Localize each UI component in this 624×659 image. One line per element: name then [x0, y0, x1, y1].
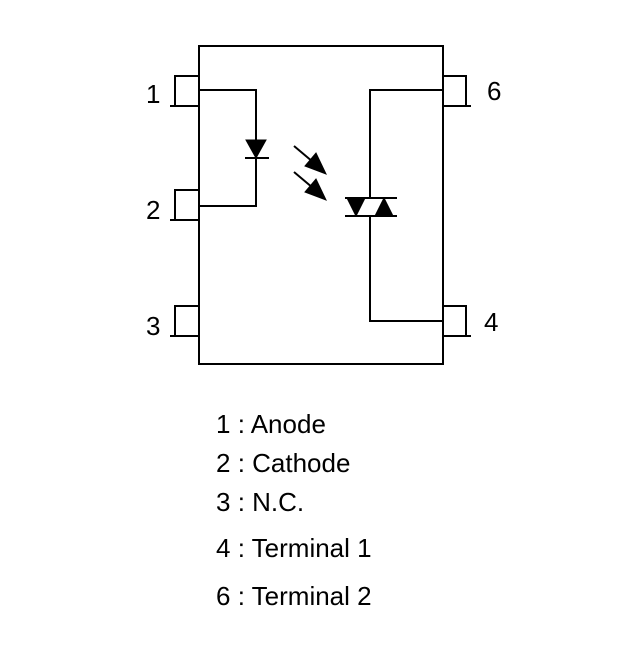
triac-terminal-2-wire: [369, 89, 443, 198]
legend-pin-number: 1: [216, 409, 231, 439]
pin-2-number: 2: [146, 195, 160, 225]
pin-1-lead: [170, 75, 199, 107]
light-arrow-head-2: [304, 178, 327, 201]
legend-pin-name: Anode: [250, 409, 326, 439]
legend-separator: :: [230, 448, 253, 478]
legend-pin-name: Terminal 1: [251, 533, 372, 563]
legend-pin-number: 6: [216, 581, 231, 611]
legend-pin-number: 2: [216, 448, 231, 478]
light-arrow-head-1: [304, 152, 327, 175]
optocoupler-pinout-diagram: 1 2 3 6 4: [146, 45, 501, 365]
led-cathode-wire: [199, 158, 257, 207]
legend-separator: :: [230, 533, 252, 563]
pin-3-lead: [170, 305, 199, 337]
pin-3-number: 3: [146, 311, 160, 341]
pin-4-lead: [443, 305, 471, 337]
legend-pin-name: Terminal 2: [251, 581, 372, 611]
triac-diode-down: [346, 197, 366, 218]
triac-diode-up: [374, 196, 394, 217]
pin-6-number: 6: [487, 76, 501, 106]
legend-pin-number: 3: [216, 487, 231, 517]
legend-item-nc: 3 : N.C.: [216, 487, 304, 517]
legend-pin-number: 4: [216, 533, 231, 563]
led-diode-triangle: [245, 139, 267, 160]
led-anode-wire: [199, 89, 257, 140]
legend-item-terminal-2: 6 : Terminal 2: [216, 581, 372, 611]
pin-1-number: 1: [146, 79, 160, 109]
triac-terminal-1-wire: [369, 216, 443, 322]
legend-item-cathode: 2 : Cathode: [216, 448, 350, 478]
light-arrow-shaft-2: [293, 171, 314, 189]
pin-2-lead: [170, 189, 199, 221]
legend-pin-name: Cathode: [252, 448, 351, 478]
legend-separator: :: [230, 409, 251, 439]
legend-separator: :: [230, 487, 253, 517]
legend-item-anode: 1 : Anode: [216, 409, 326, 439]
pin-4-number: 4: [484, 307, 498, 337]
light-arrow-shaft-1: [293, 145, 314, 163]
legend-pin-name: N.C.: [252, 487, 305, 517]
legend-item-terminal-1: 4 : Terminal 1: [216, 533, 372, 563]
pin-6-lead: [443, 75, 471, 107]
legend-separator: :: [230, 581, 252, 611]
